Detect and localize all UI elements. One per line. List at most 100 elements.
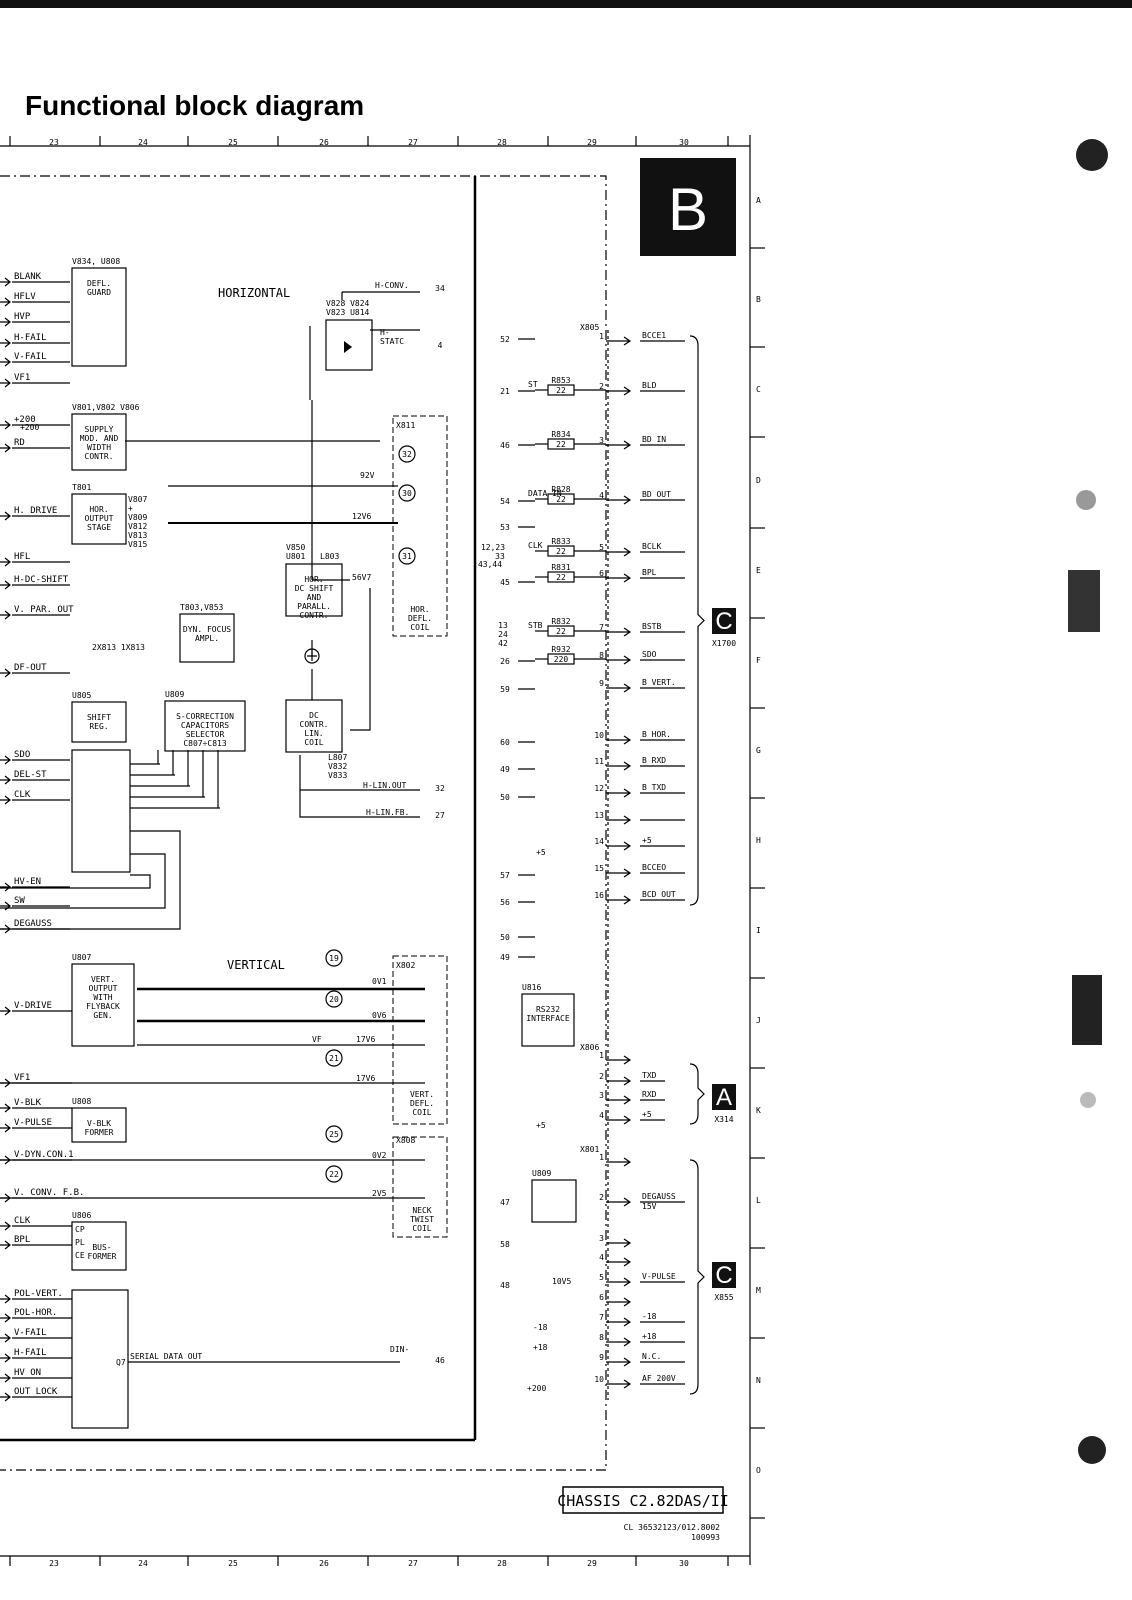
midline-number: 33: [495, 552, 505, 561]
hor-output-side: V812: [128, 522, 147, 531]
test-point-number: 21: [329, 1054, 339, 1063]
midline-number: 45: [500, 578, 510, 587]
hor-output-block: [71, 493, 127, 545]
x802-label: X802: [396, 961, 415, 970]
signal-label: POL-HOR.: [14, 1308, 57, 1318]
row-label: D: [756, 476, 761, 485]
row-label: L: [756, 1196, 761, 1205]
hor-dc-shift-block-text: PARALL.: [297, 602, 331, 611]
q7-label: Q7: [116, 1358, 126, 1367]
supply-block-ref: V801,V802 V806: [72, 403, 140, 412]
rs232-block-text: RS232: [536, 1005, 560, 1014]
defl-guard-block: [71, 267, 127, 367]
signal-label: SW: [14, 896, 25, 906]
resistor-value: 220: [554, 655, 569, 664]
pin-label: B RXD: [642, 756, 666, 765]
x808-label: X808: [396, 1136, 415, 1145]
row-label: J: [756, 1016, 761, 1025]
resistor-ref: R828: [551, 485, 570, 494]
signal-label: BLANK: [14, 272, 42, 282]
signal-label: VF1: [14, 373, 30, 383]
hor-coil-label: HOR.: [410, 605, 429, 614]
hconv-label: H-CONV.: [375, 281, 409, 290]
pin-prefix: CLK: [528, 541, 543, 550]
signal-label: H-FAIL: [14, 1348, 47, 1358]
midline-number: 4: [438, 341, 443, 350]
hor-output-side: V815: [128, 540, 147, 549]
supply-label: 10V5: [552, 1277, 571, 1286]
connector-letter-box: [712, 608, 736, 634]
pin-label: -18: [642, 1312, 657, 1321]
midline-number: 13: [498, 621, 508, 630]
pin-number: 3: [599, 1234, 604, 1243]
voltage-label: 0V1: [372, 977, 387, 986]
test-point-circle: [325, 1049, 343, 1067]
signal-label: V-DYN.CON.1: [14, 1150, 74, 1160]
row-label: M: [756, 1286, 761, 1295]
midline-number: 56: [500, 898, 510, 907]
pin-label: BLD: [642, 381, 657, 390]
vert-output-block: [71, 963, 135, 1047]
signal-label: V. PAR. OUT: [14, 605, 74, 615]
neck-coil-box: [392, 1136, 448, 1238]
pin-number: 15: [594, 864, 604, 873]
ref: V850: [286, 543, 305, 552]
resistor-value: 22: [556, 386, 566, 395]
hor-output-side: V807: [128, 495, 147, 504]
hor-coil-label: COIL: [410, 623, 429, 632]
resistor-value: 22: [556, 547, 566, 556]
hlin-fb-label: H-LIN.FB.: [366, 808, 409, 817]
connector-letter: C: [715, 608, 732, 635]
top-border: [0, 0, 1132, 8]
pin-number: 2: [599, 1072, 604, 1081]
midline-number: 24: [498, 630, 508, 639]
column-label: 27: [408, 138, 418, 147]
test-point-circle: [325, 1125, 343, 1143]
ref: V828 V824: [326, 299, 370, 308]
row-label: K: [756, 1106, 761, 1115]
ref: L803: [320, 552, 339, 561]
dc-contr-block-text: COIL: [304, 738, 323, 747]
vert-output-block-text: OUTPUT: [89, 984, 118, 993]
vert-output-block-text: GEN.: [93, 1011, 112, 1020]
signal-label: HV ON: [14, 1368, 41, 1378]
connector-ref: X855: [714, 1293, 733, 1302]
signal-label: VF1: [14, 1073, 30, 1083]
doc-ref-2: 100993: [691, 1533, 720, 1542]
supply-label: +5: [536, 848, 546, 857]
pin-number: 1: [599, 1051, 604, 1060]
rs232-block-ref: U816: [522, 983, 541, 992]
pin-ce: CE: [75, 1251, 85, 1260]
vert-output-block-ref: U807: [72, 953, 91, 962]
vblk-former-block-ref: U808: [72, 1097, 91, 1106]
connector-letter-box: [712, 1084, 736, 1110]
rs232-block: [521, 993, 575, 1047]
pin-number: 10: [594, 731, 604, 740]
column-label: 29: [587, 1559, 597, 1568]
signal-label: V-FAIL: [14, 1328, 47, 1338]
column-label: 30: [679, 1559, 689, 1568]
supply-block: [71, 413, 127, 471]
pin-label: N.C.: [642, 1352, 661, 1361]
hor-dc-shift-block-text: DC SHIFT: [295, 584, 334, 593]
x811-label: X811: [396, 421, 415, 430]
vert-coil-label: COIL: [412, 1108, 431, 1117]
column-label: 30: [679, 138, 689, 147]
defl-guard-block-ref: V834, U808: [72, 257, 120, 266]
signal-label: V. CONV. F.B.: [14, 1188, 84, 1198]
hstatc-label: H-: [380, 328, 390, 337]
chassis-box: [562, 1486, 724, 1514]
signal-label: CLK: [14, 1216, 31, 1226]
midline-number: 43,44: [478, 560, 502, 569]
column-label: 24: [138, 138, 148, 147]
resistor-ref: R932: [551, 645, 570, 654]
pin-number: 8: [599, 651, 604, 660]
voltage-label: 0V2: [372, 1151, 387, 1160]
s-correction-block-ref: U809: [165, 690, 184, 699]
dyn-focus-block-text: DYN. FOCUS: [183, 625, 231, 634]
hor-dc-shift-block-text: AND: [307, 593, 322, 602]
dc-contr-block-text: DC: [309, 711, 319, 720]
pin-label: SDO: [642, 650, 657, 659]
